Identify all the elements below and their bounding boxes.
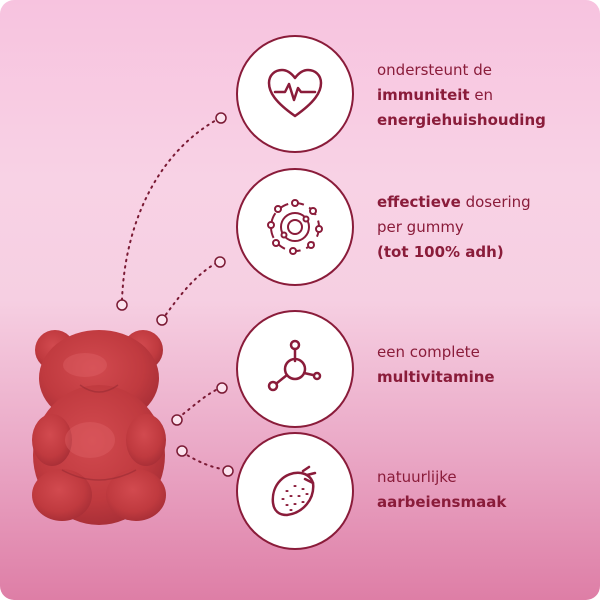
- connector-line-1: [121, 117, 221, 301]
- feature-text-3: een complete multivitamine: [377, 343, 495, 386]
- connector-dot-2a: [156, 314, 168, 326]
- connector-dot-3a: [171, 414, 183, 426]
- connector-line-3: [177, 387, 221, 419]
- heartbeat-icon: [267, 68, 323, 118]
- feature-text-2: effectieve dosering per gummy (tot 100% …: [377, 193, 531, 261]
- feature-icon-circle-1: [236, 35, 354, 153]
- connector-line-2: [161, 261, 219, 321]
- connector-dot-3b: [216, 382, 228, 394]
- strawberry-icon: [271, 465, 317, 517]
- connector-line-4: [181, 451, 229, 471]
- connector-dot-1b: [215, 112, 227, 124]
- connector-dot-2b: [214, 256, 226, 268]
- feature-icon-circle-3: [236, 310, 354, 428]
- atom-dose-icon: [267, 199, 323, 255]
- connector-dot-4a: [176, 445, 188, 457]
- connector-dot-1a: [116, 299, 128, 311]
- feature-icon-circle-4: [236, 432, 354, 550]
- feature-icon-circle-2: [236, 168, 354, 286]
- feature-text-1: ondersteunt de immuniteit en energiehuis…: [377, 61, 546, 129]
- feature-text-4: natuurlijke aarbeiensmaak: [377, 468, 507, 511]
- connector-dot-4b: [222, 465, 234, 477]
- molecule-icon: [267, 339, 322, 392]
